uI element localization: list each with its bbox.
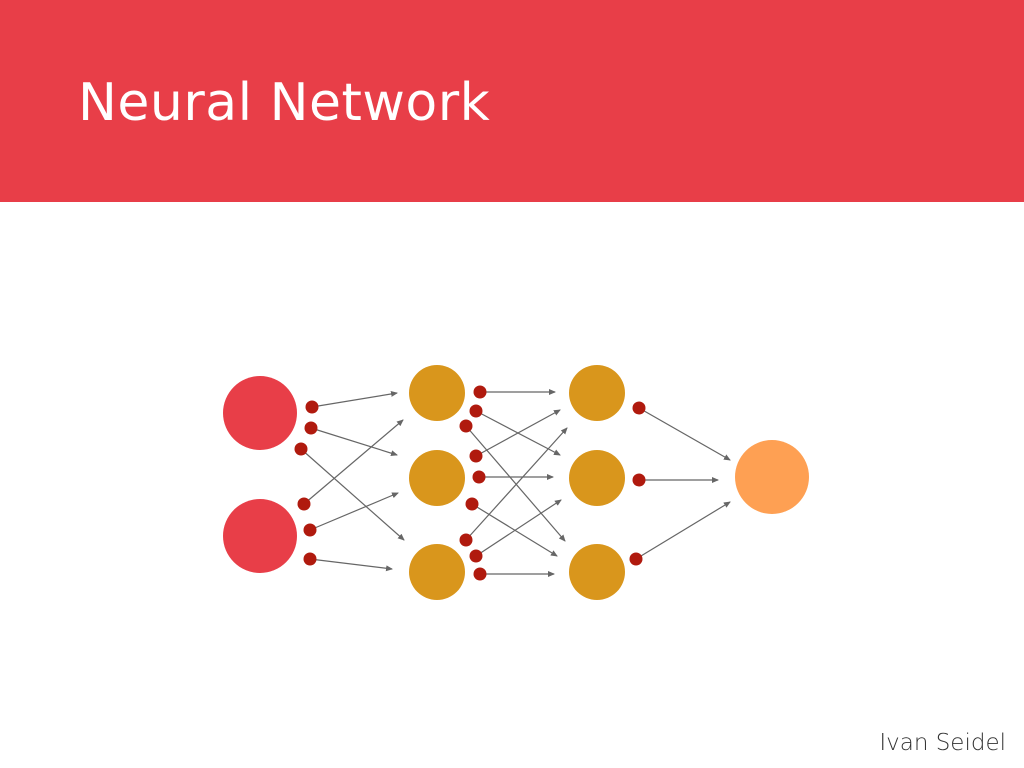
- connection-dot-16: [632, 401, 646, 415]
- hidden1-neuron-2: [409, 450, 465, 506]
- hidden1-neuron-3: [409, 544, 465, 600]
- author-credit: Ivan Seidel: [879, 730, 1006, 756]
- connection-arrow-1: [311, 391, 398, 408]
- connection-dot-13: [459, 533, 473, 547]
- connection-dot-8: [469, 404, 483, 418]
- connection-arrow-10: [475, 409, 561, 457]
- hidden2-neuron-3: [569, 544, 625, 600]
- connection-dot-14: [469, 549, 483, 563]
- connection-dot-15: [473, 567, 487, 581]
- hidden1-neuron-1: [409, 365, 465, 421]
- connection-arrow-3: [300, 448, 405, 541]
- connection-dot-12: [465, 497, 479, 511]
- connection-dot-5: [303, 523, 317, 537]
- title-banner: Neural Network: [0, 0, 1024, 202]
- connection-arrow-18: [635, 501, 731, 560]
- output-neuron-1: [735, 440, 809, 514]
- connection-dot-18: [629, 552, 643, 566]
- connection-arrow-13: [465, 427, 568, 541]
- connection-arrow-2: [310, 427, 398, 457]
- hidden2-neuron-2: [569, 450, 625, 506]
- hidden2-neuron-1: [569, 365, 625, 421]
- connection-dot-7: [473, 385, 487, 399]
- slide-title: Neural Network: [78, 73, 491, 133]
- connection-dot-3: [294, 442, 308, 456]
- connection-dot-1: [305, 400, 319, 414]
- connection-arrow-14: [475, 499, 562, 557]
- connection-arrow-9: [465, 425, 566, 542]
- connection-dot-6: [303, 552, 317, 566]
- input-neuron-1: [223, 376, 297, 450]
- connection-dot-11: [472, 470, 486, 484]
- connection-dot-2: [304, 421, 318, 435]
- connection-dot-9: [459, 419, 473, 433]
- connection-dot-4: [297, 497, 311, 511]
- connection-dot-10: [469, 449, 483, 463]
- connection-arrow-5: [309, 492, 399, 531]
- connection-dot-17: [632, 473, 646, 487]
- connection-arrow-6: [309, 558, 393, 572]
- connection-arrow-4: [303, 419, 404, 505]
- connection-arrow-16: [638, 407, 731, 461]
- input-neuron-2: [223, 499, 297, 573]
